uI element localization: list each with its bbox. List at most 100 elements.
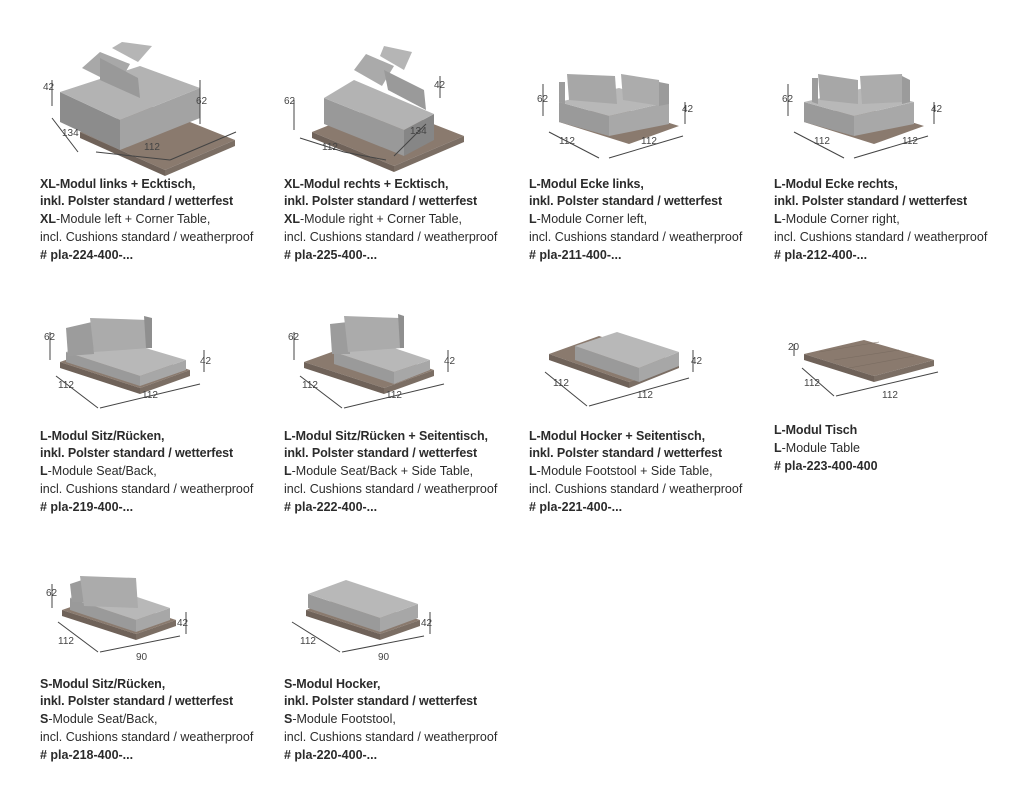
dim-depth-label: 134 bbox=[62, 128, 79, 139]
size-prefix: L bbox=[40, 464, 48, 478]
product-illustration: 62 42 112 90 bbox=[40, 540, 280, 700]
dim-depth-label: 112 bbox=[302, 380, 318, 391]
product-title-en: L-Module Seat/Back + Side Table, bbox=[284, 462, 524, 480]
product-card: 20 112 112 L-Modul Tisch L-Module Table … bbox=[774, 292, 1014, 542]
product-sku: # pla-222-400-... bbox=[284, 500, 378, 514]
product-subtitle-en: incl. Cushions standard / weatherproof bbox=[284, 230, 498, 244]
dim-height-label: 62 bbox=[782, 94, 794, 105]
product-illustration: 62 42 112 134 bbox=[284, 40, 524, 200]
product-title-en: L-Module Corner left, bbox=[529, 210, 769, 228]
product-sku: # pla-223-400-400 bbox=[774, 459, 878, 473]
dim-width-label: 112 bbox=[386, 390, 402, 401]
product-title-de: S-Modul Hocker, bbox=[284, 677, 381, 691]
product-title-en-rest: -Module Corner right, bbox=[781, 212, 900, 226]
size-prefix: XL bbox=[284, 212, 300, 226]
product-card: 62 42 112 90 S-Modul Sitz/Rücken, inkl. … bbox=[40, 540, 280, 790]
dim-width-label: 90 bbox=[136, 652, 148, 663]
dim-width-label: 90 bbox=[378, 652, 390, 663]
product-subtitle-de: inkl. Polster standard / wetterfest bbox=[774, 194, 968, 208]
dim-height-label: 62 bbox=[44, 332, 56, 343]
product-card: 42 112 112 L-Modul Hocker + Seitentisch,… bbox=[529, 292, 769, 542]
dim-height-label: 42 bbox=[43, 82, 55, 93]
product-illustration: 42 112 112 bbox=[529, 292, 769, 452]
dim-height-label: 62 bbox=[46, 588, 58, 599]
dim-width-label: 112 bbox=[637, 390, 653, 401]
product-card: 62 42 112 112 L-Modul Sitz/Rücken, inkl.… bbox=[40, 292, 280, 542]
product-subtitle-en: incl. Cushions standard / weatherproof bbox=[284, 482, 498, 496]
product-title-en: L-Module Footstool + Side Table, bbox=[529, 462, 769, 480]
product-title-en-rest: -Module left + Corner Table, bbox=[55, 212, 211, 226]
dim-height-label: 42 bbox=[177, 618, 189, 629]
dim-depth-label: 112 bbox=[58, 636, 74, 647]
product-title-en-rest: -Module Corner left, bbox=[536, 212, 648, 226]
product-sku: # pla-220-400-... bbox=[284, 748, 378, 762]
size-prefix: L bbox=[529, 212, 537, 226]
dim-depth-label: 112 bbox=[559, 136, 575, 147]
product-title-en: S-Module Footstool, bbox=[284, 710, 524, 728]
product-subtitle-en: incl. Cushions standard / weatherproof bbox=[529, 482, 743, 496]
product-title-de: L-Modul Ecke rechts, bbox=[774, 177, 898, 191]
product-card: 42 62 134 112 XL-Modul links + Ecktisch,… bbox=[40, 40, 280, 290]
product-title-en-rest: -Module Footstool + Side Table, bbox=[536, 464, 713, 478]
product-title-en-rest: -Module Footstool, bbox=[292, 712, 396, 726]
product-illustration: 42 62 134 112 bbox=[40, 40, 280, 200]
dim-width-label: 112 bbox=[641, 136, 657, 147]
dim-depth-label: 134 bbox=[410, 126, 427, 137]
product-card: 42 112 90 S-Modul Hocker, inkl. Polster … bbox=[284, 540, 524, 790]
dim-height-label: 42 bbox=[931, 104, 943, 115]
product-subtitle-de: inkl. Polster standard / wetterfest bbox=[40, 446, 234, 460]
product-card: 62 42 112 112 L-Modul Ecke rechts, inkl.… bbox=[774, 40, 1014, 290]
product-title-de: L-Modul Ecke links, bbox=[529, 177, 644, 191]
size-prefix: L bbox=[529, 464, 537, 478]
product-title-de: XL-Modul links + Ecktisch, bbox=[40, 177, 196, 191]
product-sku: # pla-225-400-... bbox=[284, 248, 378, 262]
dim-height-label: 62 bbox=[196, 96, 208, 107]
product-subtitle-en: incl. Cushions standard / weatherproof bbox=[774, 230, 988, 244]
dim-height-label: 42 bbox=[421, 618, 433, 629]
product-title-en: L-Module Corner right, bbox=[774, 210, 1014, 228]
dim-depth-label: 112 bbox=[300, 636, 316, 647]
product-sku: # pla-219-400-... bbox=[40, 500, 134, 514]
product-card: 62 42 112 134 XL-Modul rechts + Ecktisch… bbox=[284, 40, 524, 290]
product-subtitle-en: incl. Cushions standard / weatherproof bbox=[284, 730, 498, 744]
product-title-de: L-Modul Tisch bbox=[774, 423, 858, 437]
product-subtitle-en: incl. Cushions standard / weatherproof bbox=[40, 730, 254, 744]
dim-height-label: 42 bbox=[444, 356, 456, 367]
product-title-de: S-Modul Sitz/Rücken, bbox=[40, 677, 166, 691]
dim-depth-label: 112 bbox=[804, 378, 820, 389]
dim-width-label: 112 bbox=[882, 390, 898, 401]
product-sku: # pla-212-400-... bbox=[774, 248, 868, 262]
product-title-en: S-Module Seat/Back, bbox=[40, 710, 280, 728]
size-prefix: L bbox=[774, 441, 782, 455]
dim-depth-label: 112 bbox=[814, 136, 830, 147]
product-card: 62 42 112 112 L-Modul Ecke links, inkl. … bbox=[529, 40, 769, 290]
product-title-de: L-Modul Hocker + Seitentisch, bbox=[529, 429, 705, 443]
product-subtitle-en: incl. Cushions standard / weatherproof bbox=[40, 230, 254, 244]
product-illustration: 62 42 112 112 bbox=[284, 292, 524, 452]
product-sku: # pla-224-400-... bbox=[40, 248, 134, 262]
product-subtitle-en: incl. Cushions standard / weatherproof bbox=[40, 482, 254, 496]
dim-width-label: 112 bbox=[142, 390, 158, 401]
product-title-en: L-Module Table bbox=[774, 439, 1014, 457]
product-sku: # pla-218-400-... bbox=[40, 748, 134, 762]
size-prefix: S bbox=[284, 712, 293, 726]
product-title-en-rest: -Module Seat/Back, bbox=[48, 712, 158, 726]
product-sku: # pla-221-400-... bbox=[529, 500, 623, 514]
product-subtitle-de: inkl. Polster standard / wetterfest bbox=[529, 446, 723, 460]
product-subtitle-de: inkl. Polster standard / wetterfest bbox=[284, 694, 478, 708]
size-prefix: S bbox=[40, 712, 49, 726]
dim-height-label: 42 bbox=[682, 104, 694, 115]
size-prefix: L bbox=[284, 464, 292, 478]
product-title-en-rest: -Module right + Corner Table, bbox=[299, 212, 462, 226]
product-subtitle-de: inkl. Polster standard / wetterfest bbox=[529, 194, 723, 208]
product-subtitle-de: inkl. Polster standard / wetterfest bbox=[284, 194, 478, 208]
product-title-en: XL-Module left + Corner Table, bbox=[40, 210, 280, 228]
product-illustration: 42 112 90 bbox=[284, 540, 524, 700]
product-title-en-rest: -Module Seat/Back + Side Table, bbox=[291, 464, 474, 478]
product-subtitle-de: inkl. Polster standard / wetterfest bbox=[284, 446, 478, 460]
dim-height-label: 42 bbox=[434, 80, 446, 91]
product-title-de: L-Modul Sitz/Rücken + Seitentisch, bbox=[284, 429, 488, 443]
product-illustration: 62 42 112 112 bbox=[40, 292, 280, 452]
product-title-de: L-Modul Sitz/Rücken, bbox=[40, 429, 165, 443]
dim-height-label: 62 bbox=[537, 94, 549, 105]
